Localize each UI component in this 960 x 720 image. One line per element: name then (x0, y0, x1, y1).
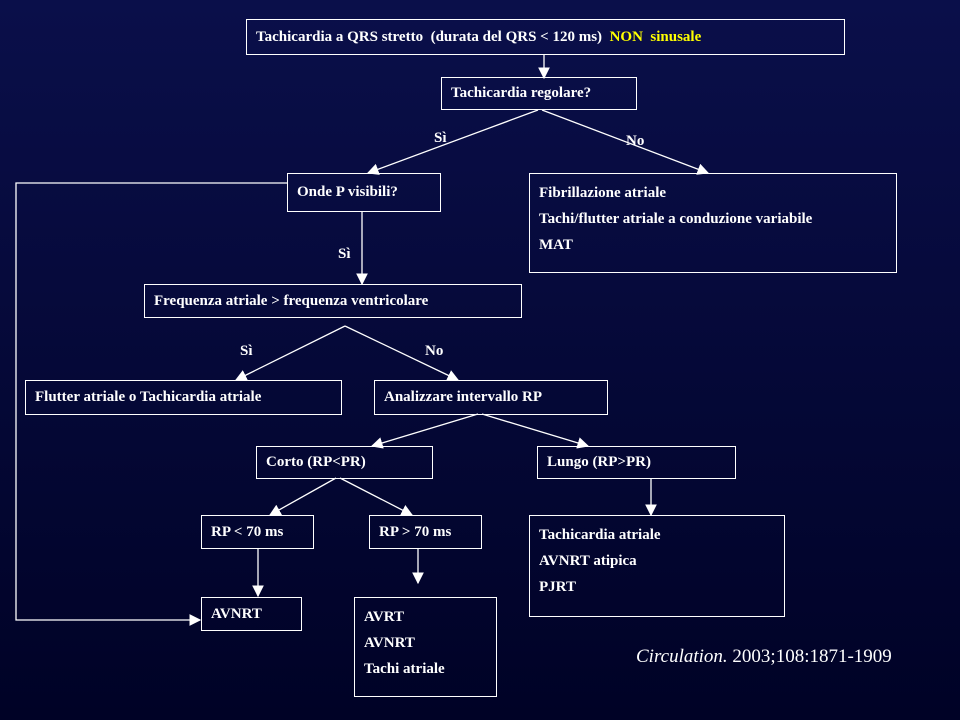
node-short-rp-text: Corto (RP<PR) (266, 454, 366, 470)
arrow-regular-to-irregular (541, 109, 710, 175)
node-rp-lt-70: RP < 70 ms (201, 515, 314, 549)
edge-label-p-yes: Sì (338, 246, 351, 262)
arrow-rate-to-flutter (234, 325, 346, 381)
node-irregular-result: Fibrillazione atriale Tachi/flutter atri… (529, 173, 897, 273)
node-regular-tachycardia: Tachicardia regolare? (441, 77, 637, 110)
node-gt70-result-line-1: AVRT (364, 609, 405, 625)
node-irregular-line-1: Fibrillazione atriale (539, 185, 667, 201)
node-irregular-line-2: Tachi/flutter atriale a conduzione varia… (539, 211, 813, 227)
node-p-waves-visible: Onde P visibili? (287, 173, 441, 212)
arrow-analyze-to-long (481, 413, 590, 449)
edge-label-rate-yes: Sì (240, 343, 253, 359)
node-rp-gt-70: RP > 70 ms (369, 515, 482, 549)
citation-journal: Circulation. (636, 646, 728, 667)
node-gt70-result-line-3: Tachi atriale (364, 661, 445, 677)
node-analyze-rp: Analizzare intervallo RP (374, 380, 608, 415)
node-qrs-narrow-start: Tachicardia a QRS stretto (durata del QR… (246, 19, 845, 55)
node-p-visible-text: Onde P visibili? (297, 184, 398, 200)
arrow-short-to-lt70 (268, 477, 337, 516)
node-rp-gt-70-text: RP > 70 ms (379, 523, 452, 540)
node-regular-text: Tachicardia regolare? (451, 85, 592, 101)
edge-label-regular-no: No (626, 133, 645, 149)
loop-p-to-avnrt (15, 182, 287, 626)
node-long-result-line-2: AVNRT atipica (539, 553, 637, 569)
edge-label-rate-no: No (425, 343, 444, 359)
node-avnrt-text: AVNRT (211, 605, 262, 622)
node-long-result-line-1: Tachicardia atriale (539, 527, 661, 543)
node-irregular-line-3: MAT (539, 237, 573, 253)
arrow-analyze-to-short (370, 413, 479, 449)
node-long-rp: Lungo (RP>PR) (537, 446, 736, 479)
node-rp-lt-70-text: RP < 70 ms (211, 523, 284, 540)
citation-ref: 2003;108:1871-1909 (727, 646, 892, 667)
node-short-rp: Corto (RP<PR) (256, 446, 433, 479)
node-avnrt: AVNRT (201, 597, 302, 631)
node-rp-gt-70-result: AVRT AVNRT Tachi atriale (354, 597, 497, 697)
node-flutter: Flutter atriale o Tachicardia atriale (25, 380, 342, 415)
node-atrial-rate: Frequenza atriale > frequenza ventricola… (144, 284, 522, 318)
node-atrial-rate-text: Frequenza atriale > frequenza ventricola… (154, 292, 429, 309)
node-long-rp-text: Lungo (RP>PR) (547, 454, 651, 470)
citation: Circulation. 2003;108:1871-1909 (636, 646, 892, 668)
edge-label-regular-yes: Sì (434, 130, 447, 146)
node-analyze-rp-text: Analizzare intervallo RP (384, 389, 543, 405)
arrow-short-to-gt70 (339, 477, 414, 516)
arrow-regular-to-p (366, 109, 539, 175)
node-start-text: Tachicardia a QRS stretto (durata del QR… (256, 28, 610, 45)
node-start-highlight: NON sinusale (609, 28, 702, 45)
node-flutter-text: Flutter atriale o Tachicardia atriale (35, 389, 262, 405)
arrow-rate-to-analyze (344, 325, 460, 381)
node-long-rp-result: Tachicardia atriale AVNRT atipica PJRT (529, 515, 785, 617)
node-gt70-result-line-2: AVNRT (364, 635, 415, 651)
node-long-result-line-3: PJRT (539, 579, 576, 595)
